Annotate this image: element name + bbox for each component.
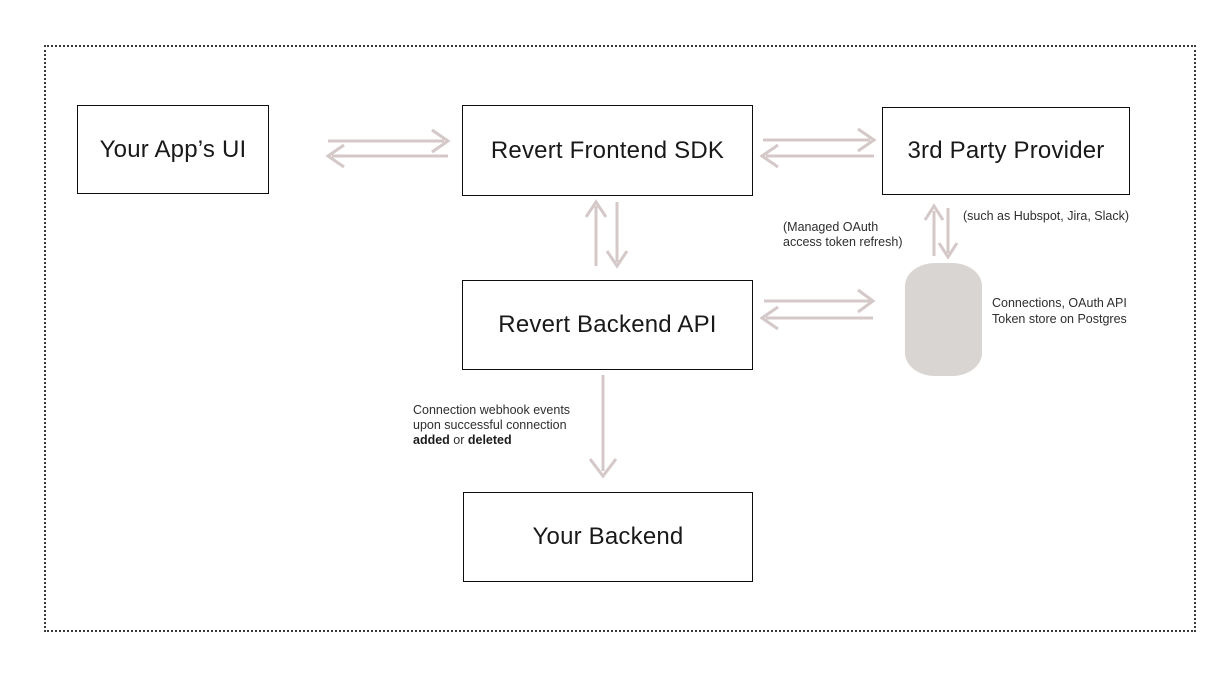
note-managed-oauth: (Managed OAuth access token refresh) [783,220,903,250]
note-bold-added: added [413,433,450,447]
dotted-border-frame [44,45,1196,632]
node-revert-frontend-sdk: Revert Frontend SDK [462,105,753,196]
node-label: 3rd Party Provider [907,137,1105,164]
node-your-apps-ui: Your App’s UI [77,105,269,194]
note-token-store: Connections, OAuth API Token store on Po… [992,295,1127,327]
node-revert-backend-api: Revert Backend API [462,280,753,370]
note-line: upon successful connection [413,418,567,432]
node-your-backend: Your Backend [463,492,753,582]
note-line: Connection webhook events [413,403,571,417]
node-label: Revert Frontend SDK [490,136,725,164]
note-line: (Managed OAuth [783,220,879,234]
note-line: access token refresh) [783,235,903,249]
node-label: Your App’s UI [99,135,247,163]
note-line: or [449,433,468,447]
node-label: Your Backend [532,523,684,550]
note-provider-examples: (such as Hubspot, Jira, Slack) [963,209,1129,224]
note-bold-deleted: deleted [467,433,512,447]
database-cylinder-icon [905,263,982,376]
node-label: Revert Backend API [498,311,717,338]
note-webhook-events: Connection webhook events upon successfu… [413,403,570,448]
note-line: Token store on Postgres [992,312,1127,326]
note-line: Connections, OAuth API [992,296,1127,310]
node-third-party-provider: 3rd Party Provider [882,107,1130,195]
note-line: (such as Hubspot, Jira, Slack) [963,209,1130,223]
